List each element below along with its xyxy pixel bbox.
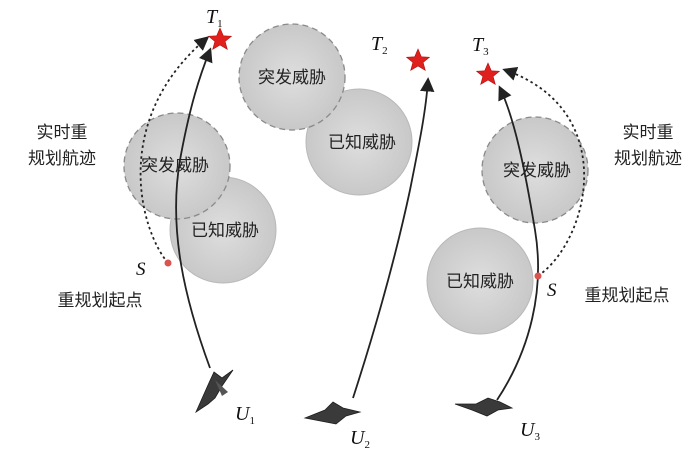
original-track [496,85,539,401]
group-uav2: 已知威胁 突发威胁 [238,23,435,425]
group-uav1: 已知威胁 突发威胁 [123,27,277,414]
replan-start-point [534,272,542,280]
sudden-threat-label: 突发威胁 [503,161,571,181]
replan-track-label-line2: 规划航迹 [614,149,682,169]
known-threat-circle [426,227,534,335]
replan-start-label: 重规划起点 [585,286,670,306]
replan-start-point [164,259,172,267]
known-threat-label: 已知威胁 [328,133,396,153]
start-symbol-label: S [136,259,146,280]
uav-label-u1: U1 [235,403,255,427]
group-uav3: 已知威胁 突发威胁 [426,62,589,417]
target-label-t2: T2 [371,33,388,57]
original-track [352,77,435,399]
known-threat-label: 已知威胁 [191,221,259,241]
target-star [475,62,501,86]
uav-wing [215,380,228,396]
sudden-threat-circle [481,116,589,224]
uav-icon [454,397,514,417]
target-star [207,27,233,51]
sudden-threat-circle [238,23,346,131]
replan-start-label: 重规划起点 [58,291,143,311]
uav-icon [195,369,234,414]
replan-track-label-line2: 规划航迹 [28,149,96,169]
replan-track-label-line1: 实时重 [623,123,674,143]
replanned-track [139,36,210,264]
target-star [405,48,431,72]
target-label-t3: T3 [472,34,489,58]
start-symbol-label: S [547,280,557,301]
uav-label-u3: U3 [520,419,540,443]
sudden-threat-label: 突发威胁 [141,156,209,176]
target-label-t1: T1 [206,6,223,30]
sudden-threat-label: 突发威胁 [258,68,326,88]
original-track [175,47,213,369]
known-threat-label: 已知威胁 [446,272,514,292]
replan-track-label-line1: 实时重 [37,123,88,143]
uav-label-u2: U2 [350,427,370,451]
known-threat-circle [305,88,413,196]
uav-icon [303,401,362,425]
